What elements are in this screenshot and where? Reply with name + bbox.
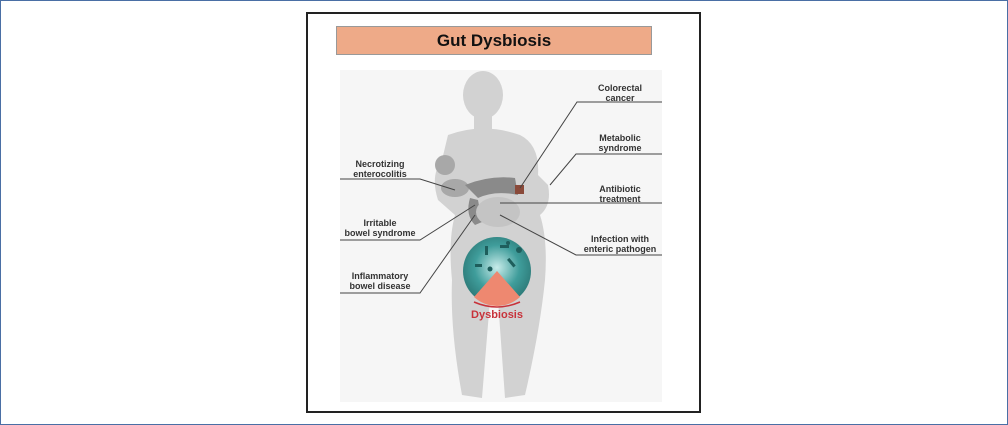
tumor-mark — [515, 185, 524, 194]
dysbiosis-label: Dysbiosis — [471, 309, 523, 321]
dysbiosis-arc — [473, 301, 521, 308]
dysbiosis-wedge — [474, 271, 520, 306]
baby-silhouette — [435, 155, 469, 197]
intestine — [465, 177, 520, 227]
figure-title: Gut Dysbiosis — [336, 26, 652, 55]
bacteria — [475, 241, 522, 272]
callout-lines — [340, 101, 662, 294]
